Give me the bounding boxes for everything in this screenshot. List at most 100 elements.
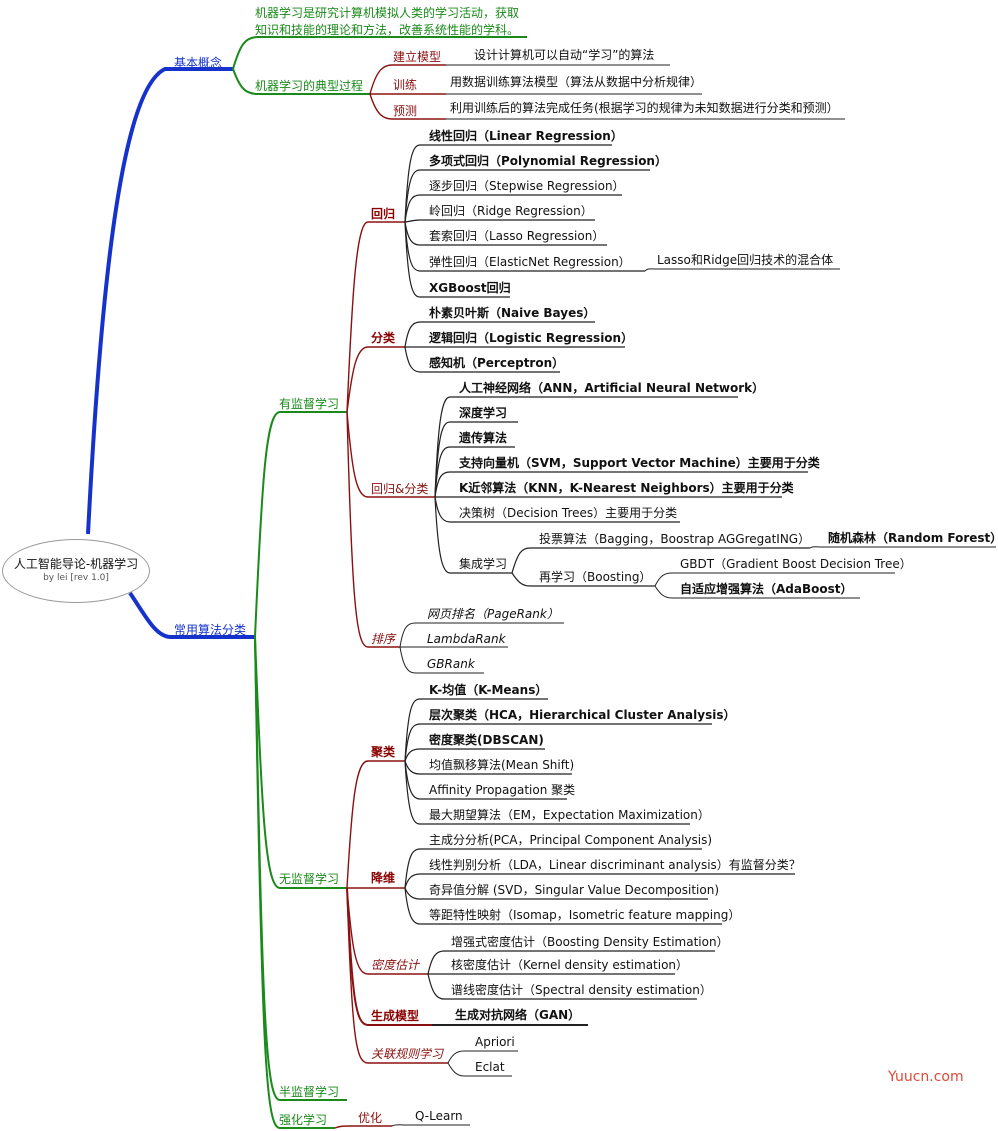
node-process[interactable]: 机器学习的典型过程 <box>255 79 364 93</box>
node-supervised[interactable]: 有监督学习 <box>279 397 340 411</box>
node-step-train[interactable]: 训练 <box>393 78 418 92</box>
root-node[interactable]: 人工智能导论-机器学习 by lei [rev 1.0] <box>2 539 150 603</box>
edge-clu-5 <box>404 760 690 825</box>
node-reg-lasso[interactable]: 套索回归（Lasso Regression） <box>429 229 605 243</box>
node-genetic[interactable]: 遗传算法 <box>459 431 508 445</box>
node-reg-and-cls[interactable]: 回归&分类 <box>371 482 429 496</box>
node-cls-logistic[interactable]: 逻辑回归（Logistic Regression） <box>429 331 634 345</box>
node-lda[interactable]: 线性判别分析（LDA，Linear discriminant analysis）… <box>429 858 801 872</box>
edge-reg-1 <box>404 169 650 223</box>
node-association[interactable]: 关联规则学习 <box>371 1047 444 1061</box>
node-step-predict[interactable]: 预测 <box>393 104 418 118</box>
node-random-forest[interactable]: 随机森林（Random Forest） <box>828 531 998 545</box>
node-dbscan[interactable]: 密度聚类(DBSCAN) <box>429 733 544 747</box>
node-reg-linear[interactable]: 线性回归（Linear Regression） <box>429 129 623 143</box>
edge-rl-qlearn <box>391 1124 470 1127</box>
edge-process-step1 <box>369 64 446 95</box>
node-cls-perceptron[interactable]: 感知机（Perceptron） <box>429 356 565 370</box>
node-unsupervised[interactable]: 无监督学习 <box>279 872 340 886</box>
edge-reg-3 <box>404 219 595 223</box>
node-step-build[interactable]: 建立模型 <box>393 50 442 64</box>
root-subtitle: by lei [rev 1.0] <box>43 573 109 583</box>
node-kernel-density[interactable]: 核密度估计（Kernel density estimation） <box>451 958 689 972</box>
node-eclat[interactable]: Eclat <box>475 1060 505 1074</box>
edge-rank-0 <box>399 622 564 648</box>
node-step-predict-desc[interactable]: 利用训练后的算法完成任务(根据学习的规律为未知数据进行分类和预测） <box>450 101 839 115</box>
node-hca[interactable]: 层次聚类（HCA，Hierarchical Cluster Analysis） <box>429 708 736 722</box>
node-affinity-propagation[interactable]: Affinity Propagation 聚类 <box>429 783 576 797</box>
node-definition-line2[interactable]: 知识和技能的理论和方法，改善系统性能的学科。 <box>255 23 520 37</box>
node-gbdt[interactable]: GBDT（Gradient Boost Decision Tree） <box>680 557 912 571</box>
node-gbrank[interactable]: GBRank <box>427 657 475 671</box>
edge-red-1 <box>404 873 795 889</box>
node-reg-elastic-note[interactable]: Lasso和Ridge回归技术的混合体 <box>657 253 834 267</box>
node-boosting[interactable]: 再学习（Boosting） <box>539 570 652 584</box>
edge-root-algos <box>128 591 255 639</box>
node-svm[interactable]: 支持向量机（SVM，Support Vector Machine）主要用于分类 <box>459 456 820 470</box>
edge-red-3 <box>404 887 722 925</box>
edge-asc-1 <box>447 1062 512 1077</box>
node-kmeans[interactable]: K-均值（K-Means） <box>429 683 548 697</box>
watermark: Yuucn.com <box>888 1069 964 1085</box>
node-apriori[interactable]: Apriori <box>475 1035 515 1049</box>
edge-basic-process <box>232 68 370 95</box>
edge-unsup-association <box>346 887 448 1064</box>
edge-sup-regression <box>346 221 405 413</box>
node-boosting-density[interactable]: 增强式密度估计（Boosting Density Estimation） <box>451 935 729 949</box>
node-generative[interactable]: 生成模型 <box>371 1009 420 1023</box>
node-semi[interactable]: 半监督学习 <box>279 1085 340 1099</box>
edge-red-2 <box>404 887 708 900</box>
node-pca[interactable]: 主成分分析(PCA，Principal Component Analysis) <box>429 833 713 847</box>
node-reg-xgboost[interactable]: XGBoost回归 <box>429 281 511 295</box>
node-knn[interactable]: K近邻算法（KNN，K-Nearest Neighbors）主要用于分类 <box>459 481 794 495</box>
edge-algos-unsupervised <box>254 636 347 889</box>
node-deep-learning[interactable]: 深度学习 <box>459 406 508 420</box>
node-ranking[interactable]: 排序 <box>371 632 396 646</box>
node-reinforcement[interactable]: 强化学习 <box>279 1113 328 1127</box>
edge-root-basic <box>86 67 233 535</box>
node-adaboost[interactable]: 自适应增强算法（AdaBoost） <box>680 582 853 596</box>
node-reg-stepwise[interactable]: 逐步回归（Stepwise Regression） <box>429 179 625 193</box>
node-step-build-desc[interactable]: 设计计算机可以自动“学习”的算法 <box>474 48 655 62</box>
edge-asc-0 <box>447 1050 518 1064</box>
node-step-train-desc[interactable]: 用数据训练算法模型（算法从数据中分析规律） <box>450 75 703 89</box>
edge-algos-reinforcement <box>254 636 335 1129</box>
node-regression[interactable]: 回归 <box>371 207 396 221</box>
edge-reg-6 <box>404 221 510 298</box>
node-lambdarank[interactable]: LambdaRank <box>427 632 506 646</box>
edge-process-step3 <box>369 93 446 120</box>
node-optimize[interactable]: 优化 <box>358 1111 383 1125</box>
node-classification[interactable]: 分类 <box>371 331 396 345</box>
node-ensemble[interactable]: 集成学习 <box>459 557 508 571</box>
node-decision-trees[interactable]: 决策树（Decision Trees）主要用于分类 <box>459 506 678 520</box>
node-qlearn[interactable]: Q-Learn <box>415 1109 463 1123</box>
node-density[interactable]: 密度估计 <box>371 958 420 972</box>
edge-cls-2 <box>404 346 560 373</box>
node-mean-shift[interactable]: 均值飘移算法(Mean Shift) <box>429 758 575 772</box>
node-bagging[interactable]: 投票算法（Bagging，Boostrap AGGregatING） <box>539 532 811 546</box>
edge-clu-3 <box>404 760 572 775</box>
node-reg-polynomial[interactable]: 多项式回归（Polynomial Regression） <box>429 154 667 168</box>
node-gan[interactable]: 生成对抗网络（GAN） <box>455 1008 581 1022</box>
edge-den-2 <box>427 973 697 1000</box>
node-pagerank[interactable]: 网页排名（PageRank） <box>427 607 559 621</box>
node-reduction[interactable]: 降维 <box>371 871 396 885</box>
node-spectral-density[interactable]: 谱线密度估计（Spectral density estimation） <box>451 983 712 997</box>
node-reg-ridge[interactable]: 岭回归（Ridge Regression） <box>429 204 593 218</box>
node-isomap[interactable]: 等距特性映射（Isomap，Isometric feature mapping） <box>429 908 741 922</box>
node-ann[interactable]: 人工神经网络（ANN，Artificial Neural Network） <box>459 381 765 395</box>
edge-sup-both <box>346 411 435 498</box>
node-clustering[interactable]: 聚类 <box>371 745 396 759</box>
node-basic[interactable]: 基本概念 <box>174 56 223 70</box>
edge-rank-2 <box>399 646 484 674</box>
node-cls-naive-bayes[interactable]: 朴素贝叶斯（Naive Bayes） <box>429 306 596 320</box>
edge-both-ensemble <box>434 496 512 574</box>
node-algos[interactable]: 常用算法分类 <box>174 623 247 637</box>
node-svd[interactable]: 奇异值分解 (SVD，Singular Value Decomposition) <box>429 883 720 897</box>
edge-elastic-note <box>644 268 840 272</box>
edge-cls-0 <box>404 321 595 348</box>
node-reg-elasticnet[interactable]: 弹性回归（ElasticNet Regression） <box>429 255 631 269</box>
node-em[interactable]: 最大期望算法（EM，Expectation Maximization） <box>429 808 710 822</box>
node-definition-line1[interactable]: 机器学习是研究计算机模拟人类的学习活动，获取 <box>255 6 520 20</box>
